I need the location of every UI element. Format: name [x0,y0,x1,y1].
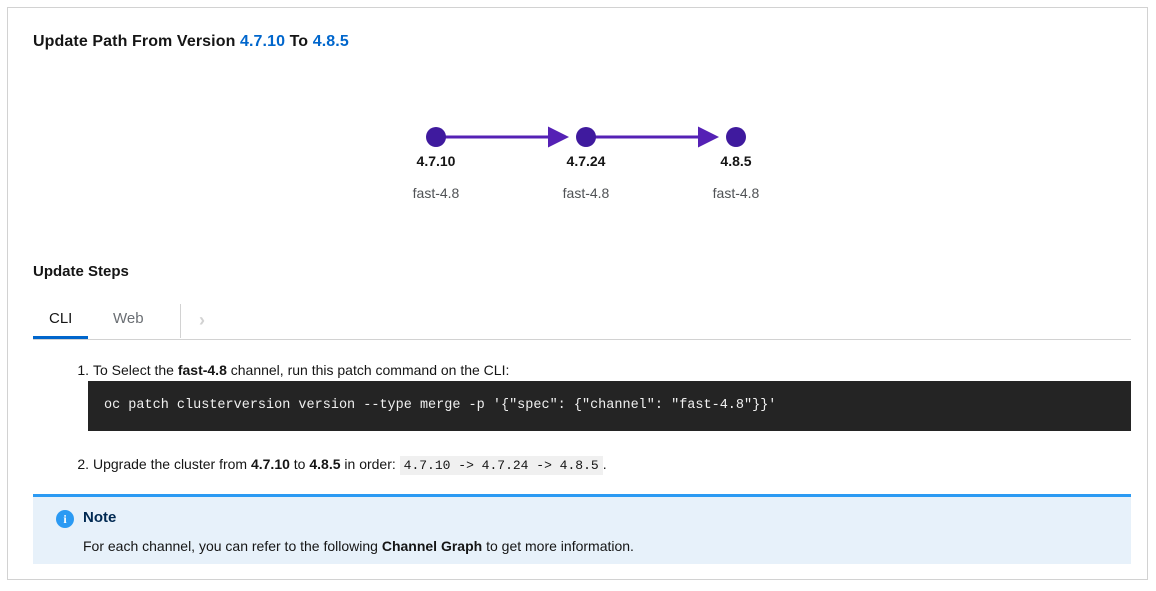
update-step-2-to-version: 4.8.5 [309,456,341,472]
update-order-inline-code: 4.7.10 -> 4.7.24 -> 4.8.5 [399,456,603,475]
chevron-right-icon: › [199,310,205,330]
update-path-graph-svg [426,126,746,148]
note-alert-channel-graph: Channel Graph [381,538,483,554]
patch-command-text: oc patch clusterversion version --type m… [104,398,777,413]
page-title-from-version: 4.7.10 [239,33,286,50]
update-path-card: Update Path From Version 4.7.10 To 4.8.5… [7,7,1148,580]
update-step-1: 1.To Select the fast-4.8 channel, run th… [77,360,510,380]
info-circle-icon: i [56,510,74,528]
update-step-1-number: 1. [77,362,89,378]
page-title-connector: To [285,33,313,50]
update-step-2-text-end: . [602,456,607,472]
note-alert: i Note For each channel, you can refer t… [33,494,1131,564]
update-steps-heading: Update Steps [33,263,129,280]
tab-scroll-right-button[interactable]: › [181,302,231,339]
update-step-2: 2.Upgrade the cluster from 4.7.10 to 4.8… [77,454,607,476]
update-step-2-text-after: in order: [340,456,400,472]
graph-node-1[interactable] [426,127,446,147]
note-alert-body: For each channel, you can refer to the f… [83,536,634,556]
update-step-1-text-after: channel, run this patch command on the C… [226,362,510,378]
graph-node-2[interactable] [576,127,596,147]
update-step-2-text-before: Upgrade the cluster from [93,456,251,472]
update-steps-tablist: CLI Web › [33,302,1131,340]
tab-divider [180,304,181,338]
page-title: Update Path From Version 4.7.10 To 4.8.5 [33,33,349,51]
note-alert-body-before: For each channel, you can refer to the f… [83,538,382,554]
graph-node-2-channel: fast-4.8 [562,185,610,201]
page-title-prefix: Update Path From Version [33,33,240,50]
update-path-graph: 4.7.10 fast-4.8 4.7.24 fast-4.8 4.8.5 fa… [33,93,1123,223]
graph-node-2-version: 4.7.24 [566,153,606,169]
graph-node-3-channel: fast-4.8 [712,185,760,201]
page-title-to-version: 4.8.5 [312,33,349,50]
update-step-2-number: 2. [77,456,89,472]
update-step-2-from-version: 4.7.10 [250,456,290,472]
tab-cli[interactable]: CLI [33,302,89,339]
graph-node-3[interactable] [726,127,746,147]
graph-node-1-channel: fast-4.8 [412,185,460,201]
info-icon-glyph: i [63,512,67,526]
patch-command-code-block[interactable]: oc patch clusterversion version --type m… [88,381,1131,431]
update-step-1-text-before: To Select the [93,362,178,378]
note-alert-body-after: to get more information. [482,538,634,554]
tab-web[interactable]: Web [113,310,144,327]
update-step-2-text-mid: to [289,456,310,472]
graph-node-3-version: 4.8.5 [720,153,752,169]
graph-node-1-version: 4.7.10 [416,153,456,169]
note-alert-title: Note [83,509,117,526]
update-step-1-channel: fast-4.8 [177,362,227,378]
